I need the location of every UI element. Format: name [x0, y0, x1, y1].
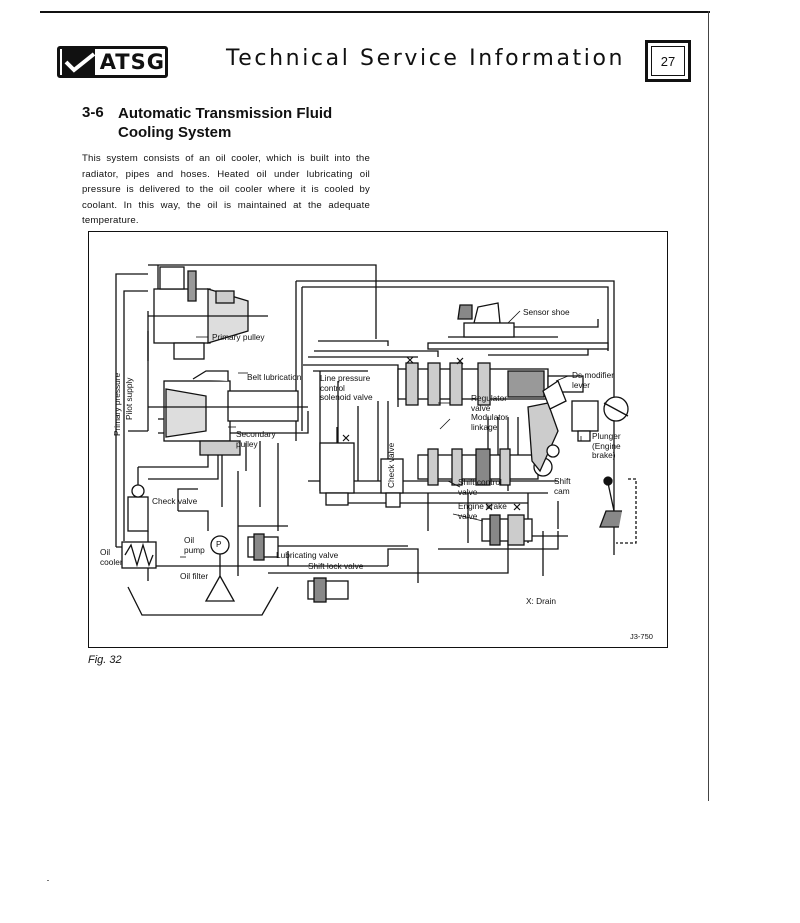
circuit-line — [295, 280, 615, 555]
regulator-valve-body — [397, 362, 584, 406]
label-plunger-engine-brake: Plunger (Engine brake) — [592, 431, 621, 460]
section-number: 3-6 — [82, 104, 104, 121]
diagram-frame — [88, 231, 668, 648]
logo-text: ATSG — [99, 50, 165, 74]
figure-caption: Fig. 32 — [88, 654, 122, 666]
side-rule — [708, 11, 709, 801]
checkmark-icon — [62, 49, 96, 75]
page-number-box: 27 — [645, 40, 691, 82]
circuit-line — [270, 501, 559, 550]
circuit-line — [136, 548, 419, 583]
shift-cam-and-lever — [527, 380, 567, 473]
lubricating-valve — [247, 533, 279, 561]
circuit-line — [487, 417, 519, 491]
intro-paragraph: This system consists of an oil cooler, w… — [82, 153, 370, 226]
leader-lines — [180, 310, 582, 558]
engine-brake-valve — [481, 514, 533, 546]
top-rule — [40, 11, 710, 13]
label-shift-control-valve: Shift control valve — [458, 477, 502, 497]
label-oil-pump: Oil pump — [184, 535, 205, 555]
figure-code: J3-750 — [630, 632, 653, 641]
check-valve-left — [127, 484, 149, 532]
vertical-check-valve — [380, 458, 404, 508]
primary-pulley-assembly — [148, 266, 268, 360]
circuit-line — [313, 340, 389, 372]
drain-marks — [342, 356, 521, 511]
selector-lever — [599, 476, 637, 544]
line-pressure-solenoid-valve — [319, 427, 355, 506]
section-title: Automatic Transmission Fluid Cooling Sys… — [118, 104, 332, 142]
label-primary-pulley: Primary pulley — [212, 332, 265, 342]
section-title-line-1: Automatic Transmission Fluid — [118, 105, 333, 122]
oil-filter — [204, 554, 236, 602]
label-check-valve-vertical: Check valve — [386, 442, 396, 488]
label-check-valve: Check valve — [152, 496, 198, 506]
secondary-pulley-assembly — [148, 370, 308, 456]
scan-speck — [47, 880, 49, 881]
label-modulator-linkage: Modulator linkage — [471, 412, 508, 432]
label-sensor-shoe: Sensor shoe — [523, 307, 570, 317]
label-engine-brake-valve: Engine brake valve — [458, 501, 507, 521]
pump-symbol: P — [216, 539, 222, 549]
label-drain-legend: X: Drain — [526, 596, 556, 606]
label-primary-pressure: Primary pressure — [112, 372, 122, 436]
label-oil-filter: Oil filter — [180, 571, 209, 581]
label-secondary-pulley: Secondary pulley — [236, 429, 276, 449]
sensor-shoe — [427, 302, 609, 350]
circuit-line — [115, 264, 377, 547]
circuit-line — [221, 441, 279, 531]
atsg-logo: ATSG — [57, 46, 168, 78]
shift-lock-valve — [307, 577, 349, 603]
label-shift-cam: Shift cam — [554, 476, 571, 496]
page-number: 27 — [651, 46, 685, 76]
oil-cooler — [121, 541, 157, 569]
label-belt-lubrication: Belt lubrication — [247, 372, 302, 382]
label-shift-lock-valve: Shift lock valve — [308, 561, 364, 571]
circuit-line — [128, 331, 309, 434]
oil-pan — [127, 586, 279, 616]
circuit-line — [319, 371, 389, 493]
page-header-title: Technical Service Information — [226, 46, 626, 71]
section-title-line-2: Cooling System — [118, 124, 232, 141]
circuit-line — [177, 488, 209, 531]
plunger-engine-brake — [571, 396, 629, 442]
label-line-pressure-solenoid: Line pressure control solenoid valve — [320, 373, 373, 402]
label-ds-modifier-lever: Ds modifier lever — [572, 370, 614, 390]
hydraulic-circuit-diagram — [115, 264, 637, 616]
label-regulator-valve: Regulator valve — [471, 393, 507, 413]
label-lubricating-valve: Lubricating valve — [276, 550, 339, 560]
label-oil-cooler: Oil cooler — [100, 547, 123, 567]
label-pilot-supply: Pilot supply — [124, 377, 134, 420]
